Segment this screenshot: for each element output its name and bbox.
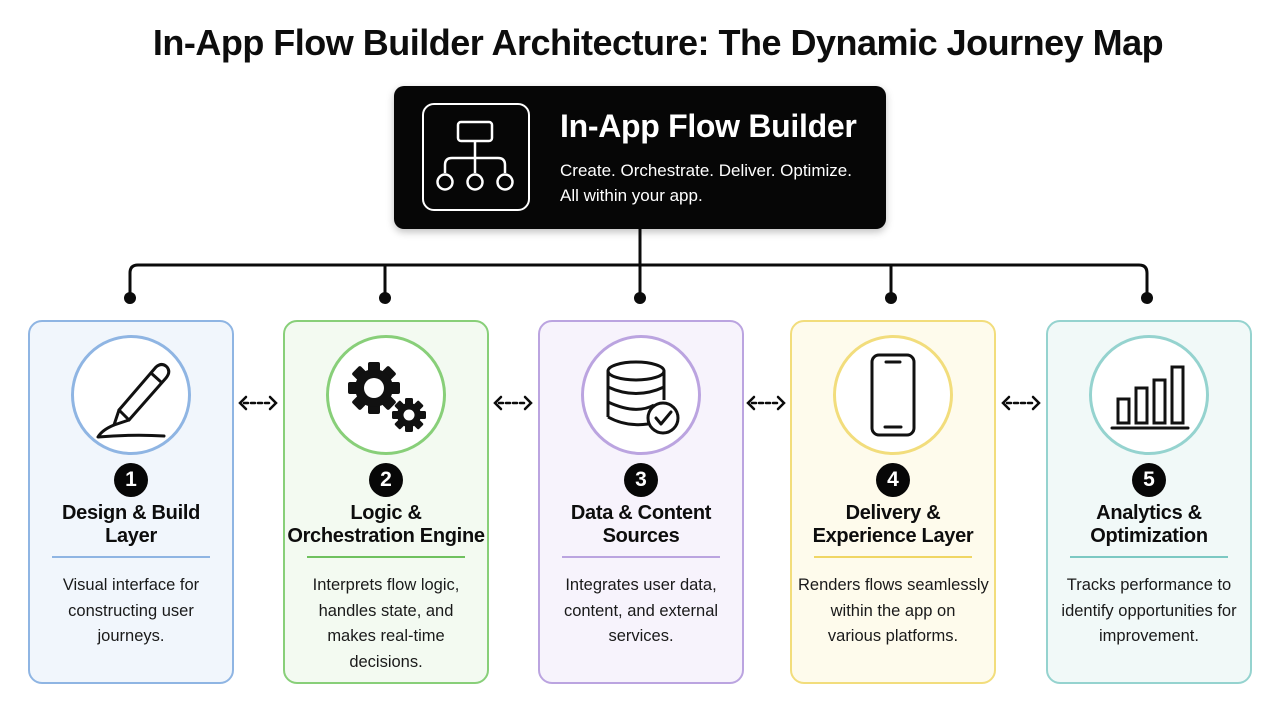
icon-circle [1089, 335, 1209, 455]
bidirectional-arrow-icon [493, 395, 533, 411]
hero-title: In-App Flow Builder [560, 108, 857, 144]
step-number-badge: 4 [876, 463, 910, 497]
layer-card-logic-orchestration: 2 Logic &Orchestration Engine Interprets… [283, 320, 489, 684]
connector-dot [124, 292, 136, 304]
icon-circle [71, 335, 191, 455]
connector-dot [885, 292, 897, 304]
step-number-badge: 1 [114, 463, 148, 497]
card-title: Delivery &Experience Layer [812, 502, 974, 547]
gears-icon [348, 362, 426, 432]
icon-circle [581, 335, 701, 455]
step-number-badge: 2 [369, 463, 403, 497]
card-divider [1070, 556, 1228, 558]
layer-card-analytics-optimization: 5 Analytics &Optimization Tracks perform… [1046, 320, 1252, 684]
layer-card-delivery-experience: 4 Delivery &Experience Layer Renders flo… [790, 320, 996, 684]
connector-dot [1141, 292, 1153, 304]
card-title: Analytics &Optimization [1090, 502, 1208, 547]
icon-circle [326, 335, 446, 455]
card-description: Interprets flow logic,handles state, and… [312, 576, 460, 671]
connector-dot [634, 292, 646, 304]
bidirectional-arrow-icon [238, 395, 278, 411]
flowchart-icon [422, 103, 530, 211]
hero-panel: In-App Flow Builder Create. Orchestrate.… [394, 86, 886, 229]
step-number-badge: 3 [624, 463, 658, 497]
connector-dot [379, 292, 391, 304]
icon-circle [833, 335, 953, 455]
smartphone-icon [870, 353, 916, 437]
bidirectional-arrow-icon [1001, 395, 1041, 411]
card-divider [52, 556, 210, 558]
card-divider [562, 556, 720, 558]
card-divider [307, 556, 465, 558]
card-title: Logic &Orchestration Engine [287, 502, 485, 547]
card-description: Integrates user data,content, and extern… [563, 576, 719, 645]
hero-subtitle: Create. Orchestrate. Deliver. Optimize. … [560, 161, 852, 205]
page-title: In-App Flow Builder Architecture: The Dy… [152, 22, 1164, 63]
database-check-icon [606, 360, 680, 435]
card-divider [814, 556, 972, 558]
pen-icon [96, 363, 171, 439]
bidirectional-arrow-icon [746, 395, 786, 411]
bar-chart-icon [1110, 365, 1190, 430]
step-number-badge: 5 [1132, 463, 1166, 497]
